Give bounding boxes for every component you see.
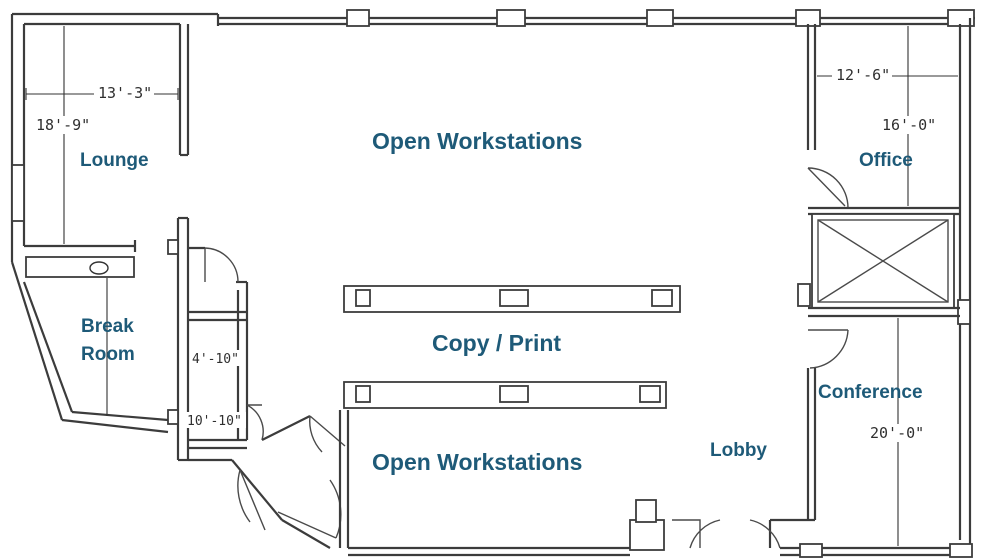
room-label-open-workstations-bottom: Open Workstations: [372, 449, 582, 475]
closet-width-dimension: 4'-10": [192, 352, 239, 367]
lounge-width-dimension: 13'-3": [98, 84, 152, 102]
office-depth-dimension: 16'-0": [882, 116, 936, 134]
room-label-lobby: Lobby: [710, 440, 767, 461]
room-label-break-line1: Break: [81, 316, 134, 337]
room-label-copy-print: Copy / Print: [432, 330, 561, 356]
sink-icon: [89, 261, 109, 275]
copy-print-counters: [343, 285, 681, 409]
entrance-walls: [188, 410, 350, 549]
room-label-office: Office: [859, 150, 913, 171]
room-label-conference: Conference: [818, 382, 923, 403]
office-width-dimension: 12'-6": [836, 66, 890, 84]
room-label-break-line2: Room: [81, 344, 135, 365]
lounge-depth-dimension: 18'-9": [36, 116, 90, 134]
east-rooms-walls: [629, 24, 960, 551]
conference-depth-dimension: 20'-0": [870, 424, 924, 442]
break-counter: [24, 240, 137, 278]
room-label-lounge: Lounge: [80, 150, 149, 171]
exterior-walls: [10, 9, 975, 558]
room-label-open-workstations-top: Open Workstations: [372, 128, 582, 154]
storage-depth-dimension: 10'-10": [187, 414, 242, 429]
